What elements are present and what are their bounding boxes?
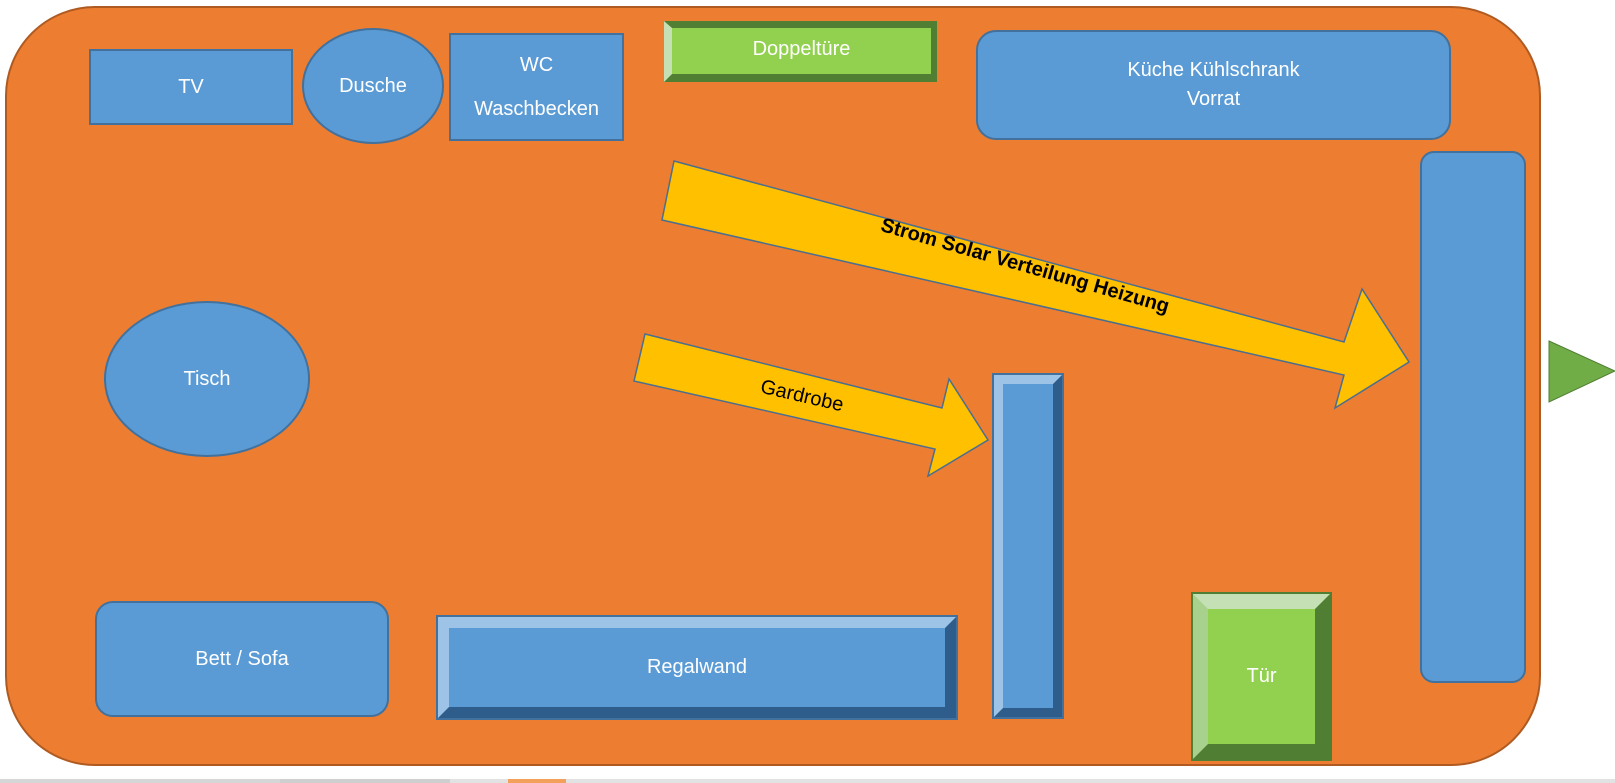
wc-block: WC Waschbecken [449,33,624,141]
tisch-block: Tisch [104,301,310,457]
right-wall-cabinet [1420,151,1526,683]
tisch-label: Tisch [183,367,231,390]
vorrat-label: Vorrat [1186,88,1241,110]
wc-label: WC [519,54,554,76]
doppeltuere-door: Doppeltüre [664,21,937,82]
strom-arrow [661,160,1411,410]
dusche-label: Dusche [339,74,407,97]
kueche-label: Küche Kühlschrank [1127,59,1300,81]
waschbecken-label: Waschbecken [474,98,599,120]
kueche-block: Küche Kühlschrank Vorrat [976,30,1451,140]
doppeltuere-label: Doppeltüre [752,37,851,60]
bett-sofa-label: Bett / Sofa [195,647,289,670]
regalwand-label: Regalwand [646,656,748,678]
gardrobe-arrow [633,333,990,478]
tuer-label: Tür [1246,665,1277,687]
vertical-shelf [992,373,1064,719]
dusche-block: Dusche [302,28,444,144]
bett-sofa-block: Bett / Sofa [95,601,389,717]
tv-block: TV [89,49,293,125]
triangle-right-icon [1548,340,1615,403]
regalwand-block: Regalwand [436,615,958,720]
bottom-status-strip [0,779,1615,783]
tuer-door: Tür [1191,592,1332,761]
tv-label: TV [178,75,204,98]
